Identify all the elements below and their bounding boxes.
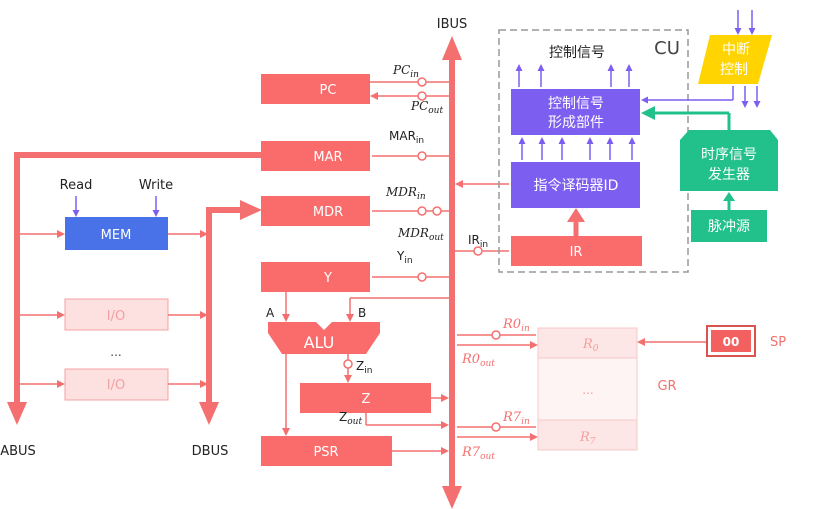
register-ports — [282, 77, 509, 455]
psr-label: PSR — [313, 445, 338, 460]
mar-register — [261, 141, 370, 171]
y-in-label: Yin — [396, 249, 413, 266]
gr-middle — [537, 357, 638, 421]
mar-label: MAR — [313, 150, 342, 165]
dbus — [199, 200, 262, 425]
mdr-out-label: MDRout — [397, 226, 444, 243]
mem-label: MEM — [101, 228, 132, 243]
ir-in-label: IRin — [468, 233, 488, 250]
r7-out-label: R7out — [461, 445, 495, 462]
gr-r7 — [537, 419, 638, 451]
mdr-label: MDR — [313, 205, 343, 220]
sp-label: SP — [770, 335, 786, 350]
pc-in-label: PCin — [392, 63, 419, 80]
pulse-to-timing-arrow — [723, 192, 735, 201]
write-label: Write — [139, 178, 173, 193]
z-register — [300, 383, 431, 413]
abus-label: ABUS — [0, 444, 36, 459]
io-ellipsis: ... — [110, 345, 121, 359]
ir-register — [511, 236, 642, 266]
decoder-label: 指令译码器ID — [534, 178, 619, 194]
z-label: Z — [362, 392, 371, 407]
interrupt-line1: 中断 — [722, 42, 750, 58]
mem-block — [65, 217, 168, 250]
interrupt-arrows — [641, 10, 761, 108]
gr-r0-label: R0 — [582, 337, 599, 354]
control-signal-outputs — [515, 64, 633, 87]
pc-out-label: PCout — [410, 99, 443, 116]
timing-generator — [680, 130, 778, 191]
ir-label: IR — [570, 245, 583, 260]
control-unit-line1: 控制信号 — [548, 96, 604, 112]
interrupt-line2: 控制 — [720, 62, 748, 78]
psr-register — [261, 436, 392, 466]
cu-title: CU — [654, 38, 680, 59]
timing-line1: 时序信号 — [701, 147, 757, 163]
read-label: Read — [60, 178, 93, 193]
ir-to-decoder-arrow — [567, 208, 585, 222]
gr-ellipsis: ... — [582, 383, 593, 397]
io-label-1: I/O — [107, 309, 125, 324]
z-in-label: Zin — [356, 359, 372, 376]
instruction-decoder — [511, 162, 640, 208]
mdr-in-label: MDRin — [385, 185, 426, 202]
z-out-label: Zout — [339, 410, 362, 427]
control-signal-unit — [511, 89, 640, 135]
gr-ports — [457, 330, 706, 441]
timing-to-control-arrow — [654, 111, 731, 130]
dbus-label: DBUS — [192, 444, 229, 459]
interrupt-control — [698, 35, 772, 84]
pulse-source — [691, 210, 767, 242]
y-register — [261, 262, 370, 292]
control-signals-label: 控制信号 — [549, 45, 605, 61]
alu-b-label: B — [358, 306, 366, 320]
gr-r7-label: R7 — [579, 430, 596, 447]
decoder-to-control-arrows — [518, 137, 636, 160]
sp-value: 00 — [723, 335, 740, 349]
alu-label: ALU — [304, 333, 335, 352]
gr-label: GR — [657, 379, 676, 394]
r7-in-label: R7in — [502, 410, 530, 427]
ibus — [442, 36, 462, 509]
r0-in-label: R0in — [502, 317, 530, 334]
pulse-label: 脉冲源 — [708, 219, 750, 235]
pc-register — [261, 74, 370, 104]
alu-block — [268, 333, 380, 354]
alu-a-label: A — [266, 306, 275, 320]
ibus-label: IBUS — [437, 17, 468, 32]
abus — [7, 152, 265, 425]
timing-line2: 发生器 — [708, 167, 750, 183]
io-label-2: I/O — [107, 378, 125, 393]
mdr-register — [261, 196, 370, 226]
pc-label: PC — [320, 83, 337, 98]
control-unit-line2: 形成部件 — [548, 115, 604, 131]
r0-out-label: R0out — [461, 352, 495, 369]
y-label: Y — [323, 271, 332, 286]
cu-boundary — [498, 29, 689, 273]
mar-in-label: MARin — [389, 129, 424, 146]
